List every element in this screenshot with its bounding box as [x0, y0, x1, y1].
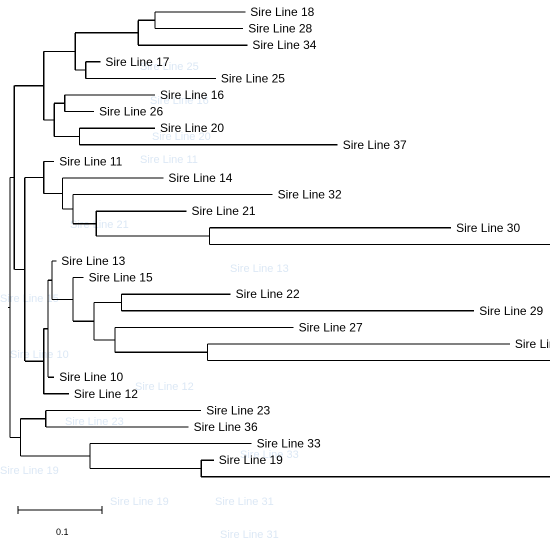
svg-text:Sire Line 10: Sire Line 10 [10, 349, 69, 361]
leaf-label: Sire Line 14 [168, 171, 232, 185]
svg-text:Sire Line 31: Sire Line 31 [220, 529, 279, 541]
leaf-label: Sire Line 19 [219, 453, 283, 467]
scale-bar-label: 0.1 [56, 527, 69, 537]
leaf-label: Sire Line 11 [59, 154, 122, 168]
svg-text:Sire Line 25: Sire Line 25 [140, 61, 199, 73]
leaf-label: Sire Line 22 [236, 287, 300, 301]
svg-text:Sire Line 19: Sire Line 19 [0, 465, 59, 477]
leaf-label: Sire Line 12 [74, 387, 138, 401]
svg-text:Sire Line 19: Sire Line 19 [110, 496, 169, 508]
svg-text:Sire Line 20: Sire Line 20 [152, 131, 211, 143]
leaf-label: Sire Line 25 [221, 71, 285, 85]
leaf-label: Sire Line 36 [194, 420, 258, 434]
leaf-label: Sire Line 17 [105, 55, 169, 69]
svg-text:Sire Line 21: Sire Line 21 [70, 219, 129, 231]
leaf-label: Sire Line 20 [160, 121, 224, 135]
leaf-label: Sire Line 33 [257, 437, 321, 451]
leaf-label: Sire Line 21 [192, 204, 256, 218]
leaf-label: Sire Line 32 [278, 188, 342, 202]
leaf-label: Sire Line 34 [252, 38, 316, 52]
svg-text:Sire Line 16: Sire Line 16 [150, 95, 209, 107]
scale-bar: 0.1 [17, 506, 103, 537]
svg-text:Sire Line 23: Sire Line 23 [65, 416, 124, 428]
leaf-label: Sire Line 29 [479, 304, 543, 318]
leaf-label: Sire Line 26 [99, 105, 163, 119]
leaf-label: Sire Line 28 [248, 22, 312, 36]
leaf-label: Sire Line 30 [456, 221, 520, 235]
leaf-label: Sire Line 27 [299, 320, 363, 334]
leaf-label: Sire Line 18 [250, 5, 314, 19]
ghost-watermark-labels: Sire Line 25 Sire Line 16 Sire Line 20 S… [0, 61, 299, 541]
svg-text:Sire Line 15: Sire Line 15 [0, 293, 59, 305]
leaf-label: Sire Line 10 [59, 370, 123, 384]
leaf-label: Sire Line 24 [515, 337, 550, 351]
svg-text:Sire Line 31: Sire Line 31 [215, 496, 274, 508]
leaf-label: Sire Line 37 [343, 138, 407, 152]
tree-leaf-labels: Sire Line 18 Sire Line 28 Sire Line 34 Sire… [59, 5, 550, 467]
leaf-label: Sire Line 16 [160, 88, 224, 102]
svg-text:Sire Line 13: Sire Line 13 [230, 263, 289, 275]
tree-branches [8, 11, 550, 478]
leaf-label: Sire Line 13 [61, 254, 125, 268]
svg-text:Sire Line 12: Sire Line 12 [135, 381, 194, 393]
svg-text:Sire Line 11: Sire Line 11 [140, 154, 198, 166]
leaf-label: Sire Line 15 [89, 271, 153, 285]
svg-text:Sire Line 33: Sire Line 33 [240, 449, 299, 461]
leaf-label: Sire Line 23 [206, 403, 270, 417]
